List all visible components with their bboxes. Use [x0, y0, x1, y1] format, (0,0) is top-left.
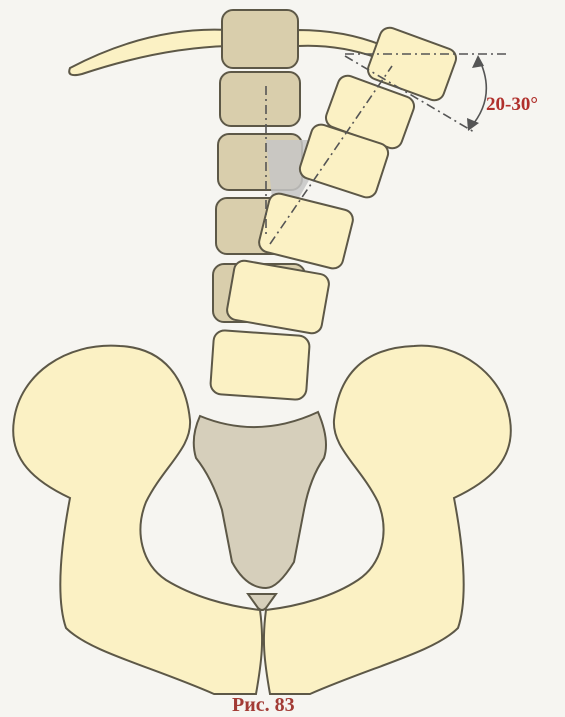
arc-arrow-bottom — [467, 118, 479, 131]
vertebra-tilted-6 — [210, 330, 310, 401]
vertebra-tilted-4 — [257, 191, 355, 270]
vertebra-tilted-5 — [226, 259, 331, 335]
vertebra-original-1 — [222, 10, 298, 68]
arc-arrow-top — [472, 55, 484, 68]
sacrum — [194, 412, 326, 588]
angle-label: 20-30° — [486, 94, 538, 116]
rib-left — [69, 30, 228, 75]
vertebra-original-2 — [220, 72, 300, 126]
coccyx — [248, 594, 276, 610]
